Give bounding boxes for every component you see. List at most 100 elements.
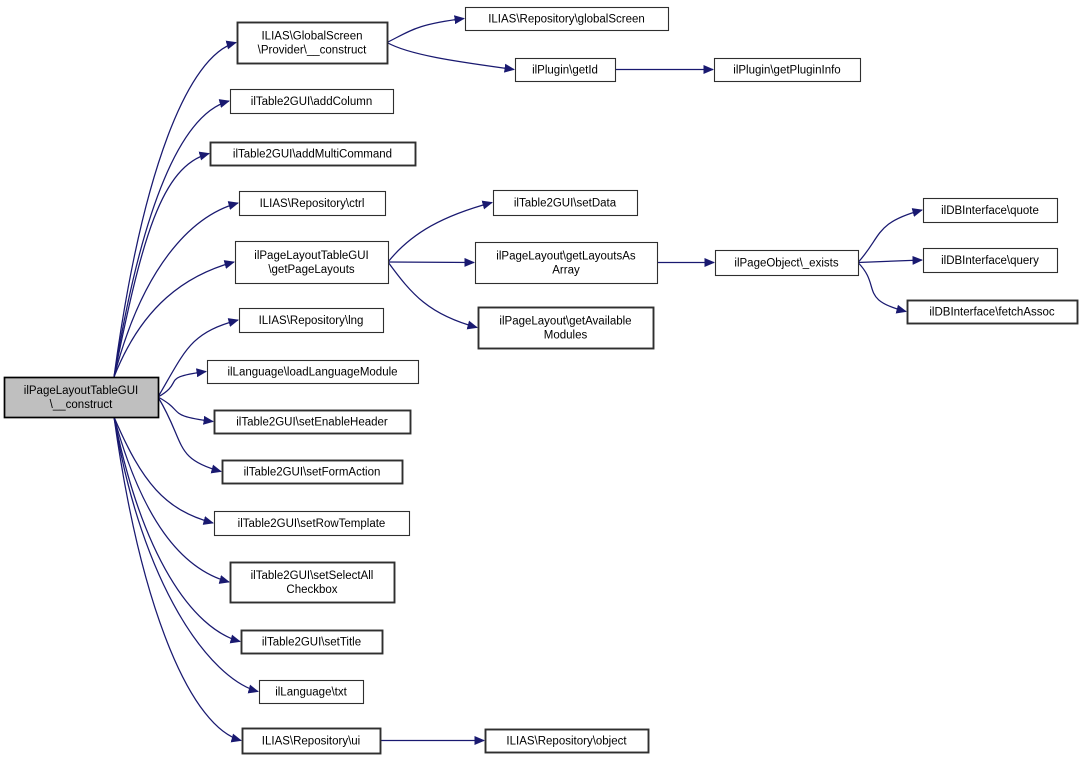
node-box[interactable] [714,249,860,277]
node-label: ILIAS\GlobalScreen\Provider\__construct [258,31,367,57]
node-setenableheader[interactable]: ilTable2GUI\setEnableHeader [213,409,412,435]
node-label: ilTable2GUI\setData [514,198,617,210]
node-plugin_getplugininfo[interactable]: ilPlugin\getPluginInfo [713,57,862,83]
node-addcolumn[interactable]: ilTable2GUI\addColumn [229,88,395,115]
node-loadlanguagemodule[interactable]: ilLanguage\loadLanguageModule [206,359,420,385]
edge-construct-settitle [113,416,241,644]
node-box [3,376,160,419]
node-settitle[interactable]: ilTable2GUI\setTitle [240,629,384,655]
node-repo_ui[interactable]: ILIAS\Repository\ui [241,727,382,755]
edge-pageobject_exists-db_quote [857,208,923,263]
node-box[interactable] [258,679,365,705]
edge-pageobject_exists-db_query [857,255,923,265]
node-box[interactable] [206,359,420,385]
edges-layer [113,15,923,745]
node-label: ilTable2GUI\setTitle [262,637,361,649]
edge-gs_provider-plugin_getid [386,41,515,73]
node-label: ilPlugin\getPluginInfo [733,65,840,77]
node-box[interactable] [241,727,382,755]
node-label: ilTable2GUI\addColumn [251,96,372,108]
edge-pageobject_exists-db_fetchassoc [857,262,907,314]
node-addmulticommand[interactable]: ilTable2GUI\addMultiCommand [209,141,417,167]
node-label: ilTable2GUI\setEnableHeader [236,417,388,429]
edge-construct-setformaction [157,396,222,474]
edge-construct-addcolumn [113,99,230,378]
edge-construct-repo_lng [157,318,239,398]
node-repo_globalscreen[interactable]: ILIAS\Repository\globalScreen [464,6,670,32]
node-box[interactable] [238,307,385,334]
node-box[interactable] [213,409,412,435]
node-box[interactable] [484,728,650,754]
edge-construct-addmulticommand [113,151,210,378]
node-box[interactable] [209,141,417,167]
edge-getpagelayouts-getavailablemodules [387,261,478,330]
node-repo_lng[interactable]: ILIAS\Repository\lng [238,307,385,334]
node-box[interactable] [221,459,404,485]
node-box[interactable] [922,247,1059,274]
node-box[interactable] [514,57,617,83]
node-setformaction[interactable]: ilTable2GUI\setFormAction [221,459,404,485]
node-label: ilDBInterface\fetchAssoc [929,307,1055,319]
node-label: ilLanguage\txt [275,687,347,699]
node-db_quote[interactable]: ilDBInterface\quote [922,197,1059,224]
node-label: ilPlugin\getId [532,65,598,77]
node-box[interactable] [922,197,1059,224]
node-label: ILIAS\Repository\globalScreen [488,14,645,26]
edge-construct-setenableheader [157,396,214,425]
node-db_query[interactable]: ilDBInterface\query [922,247,1059,274]
node-gs_provider[interactable]: ILIAS\GlobalScreen\Provider\__construct [236,21,389,65]
node-label: ilTable2GUI\setFormAction [244,467,381,479]
node-pageobject_exists[interactable]: ilPageObject\_exists [714,249,860,277]
node-db_fetchassoc[interactable]: ilDBInterface\fetchAssoc [906,299,1079,325]
node-box[interactable] [229,88,395,115]
node-box[interactable] [474,241,659,285]
node-label: ilPageLayoutTableGUI\getPageLayouts [254,250,368,276]
node-getpagelayouts[interactable]: ilPageLayoutTableGUI\getPageLayouts [234,240,390,285]
node-box[interactable] [492,189,639,217]
node-plugin_getid[interactable]: ilPlugin\getId [514,57,617,83]
node-repo_object[interactable]: ILIAS\Repository\object [484,728,650,754]
node-label: ilTable2GUI\setRowTemplate [238,518,386,530]
node-label: ilDBInterface\query [941,255,1039,267]
node-box[interactable] [906,299,1079,325]
node-setrowtemplate[interactable]: ilTable2GUI\setRowTemplate [213,510,411,537]
node-box[interactable] [236,21,389,65]
edge-getpagelayouts-getlayoutsasarray [387,257,475,267]
node-box[interactable] [240,629,384,655]
node-box[interactable] [213,510,411,537]
edge-construct-setselectallcheckbox [113,416,230,584]
edge-construct-getpagelayouts [113,260,235,378]
node-lang_txt[interactable]: ilLanguage\txt [258,679,365,705]
edge-construct-loadlanguagemodule [157,368,207,398]
node-label: ILIAS\Repository\lng [259,315,364,327]
node-box[interactable] [713,57,862,83]
node-construct: ilPageLayoutTableGUI\__construct [3,376,160,419]
node-setdata[interactable]: ilTable2GUI\setData [492,189,639,217]
node-box[interactable] [464,6,670,32]
node-box[interactable] [477,306,655,350]
edge-construct-gs_provider [113,40,237,378]
node-box[interactable] [234,240,390,285]
node-label: ILIAS\Repository\ui [262,736,360,748]
node-label: ilDBInterface\quote [941,205,1039,217]
node-label: ilPageObject\_exists [734,258,838,270]
node-box[interactable] [229,561,396,604]
nodes-layer: ilPageLayoutTableGUI\__construct ILIAS\Gl… [3,6,1079,755]
edge-gs_provider-repo_globalscreen [386,15,465,44]
edge-construct-setrowtemplate [113,416,214,525]
node-label: ilLanguage\loadLanguageModule [227,367,397,379]
node-repo_ctrl[interactable]: ILIAS\Repository\ctrl [238,190,387,217]
node-label: ILIAS\Repository\object [506,736,627,748]
edge-construct-lang_txt [113,416,259,694]
edge-construct-repo_ctrl [113,201,239,378]
edge-getpagelayouts-setdata [387,200,493,263]
node-box[interactable] [238,190,387,217]
